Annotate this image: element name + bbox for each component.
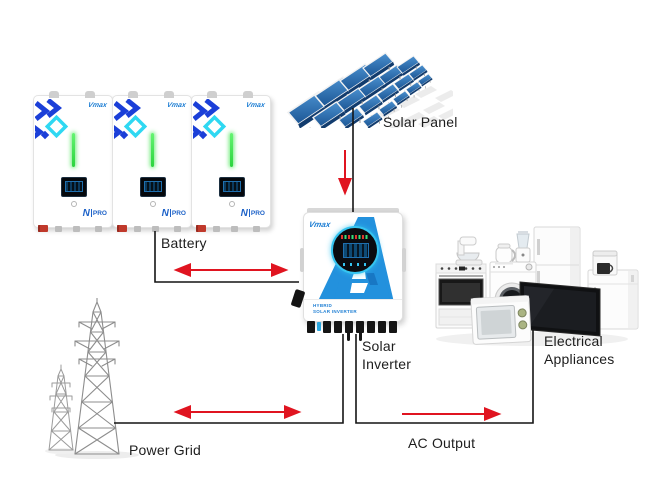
battery-foot [152, 226, 159, 232]
battery-foot [95, 226, 102, 232]
transmission-tower-large [74, 298, 120, 455]
battery-chevron-logo-icon [35, 99, 69, 140]
battery-display [140, 177, 166, 197]
battery-led-indicator [72, 133, 76, 167]
battery-terminal-red [38, 225, 48, 232]
battery-brand-logo: Vmax [166, 102, 187, 109]
battery-power-button [71, 201, 77, 207]
battery-foot [55, 226, 62, 232]
battery-label: Battery [161, 235, 207, 251]
electric-kettle [495, 243, 516, 265]
power-grid-label: Power Grid [129, 442, 202, 458]
battery-mount-tab [85, 91, 95, 98]
battery-foot [213, 226, 220, 232]
battery-led-indicator [151, 133, 155, 167]
battery-brand-logo: Vmax [245, 102, 266, 109]
battery-foot [231, 226, 238, 232]
solar-panel-label: Solar Panel [383, 114, 458, 130]
inverter-round-display [331, 226, 379, 274]
battery-led-indicator [230, 133, 234, 167]
coffee-maker [592, 250, 618, 276]
solar-inverter-label: Solar Inverter [362, 338, 412, 372]
battery-foot [134, 226, 141, 232]
battery-display [219, 177, 245, 197]
inverter-type-label: HYBRID SOLAR INVERTER [313, 303, 357, 314]
inverter-side-rail [300, 248, 304, 272]
battery-power-button [150, 201, 156, 207]
inverter-front-strip [304, 299, 402, 321]
transmission-tower-small [48, 364, 74, 451]
battery-foot [174, 226, 181, 232]
battery-display [61, 177, 87, 197]
inverter-brand-logo: Vmax [308, 220, 332, 229]
battery-mount-tab [243, 91, 253, 98]
battery-chevron-logo-icon [193, 99, 227, 140]
electrical-appliances-label: Electrical Appliances [544, 333, 615, 367]
battery-mount-tab [128, 91, 138, 98]
electrical-appliances-illustration [435, 226, 639, 346]
ac-output-label: AC Output [408, 435, 476, 451]
battery-foot [253, 226, 260, 232]
battery-brand-logo: Vmax [87, 102, 108, 109]
battery-power-button [229, 201, 235, 207]
battery-chevron-logo-icon [114, 99, 148, 140]
battery-mount-tab [207, 91, 217, 98]
solar-inverter-unit: HYBRID SOLAR INVERTER Vmax [290, 208, 406, 341]
battery-mount-tab [49, 91, 59, 98]
battery-foot [73, 226, 80, 232]
battery-terminal-red [117, 225, 127, 232]
microwave [470, 295, 532, 345]
television [519, 281, 601, 337]
inverter-side-rail [402, 248, 406, 272]
blender [515, 231, 531, 263]
battery-terminal-red [196, 225, 206, 232]
power-grid-towers-illustration [45, 298, 139, 459]
battery-mount-tab [164, 91, 174, 98]
stand-mixer [455, 236, 483, 266]
